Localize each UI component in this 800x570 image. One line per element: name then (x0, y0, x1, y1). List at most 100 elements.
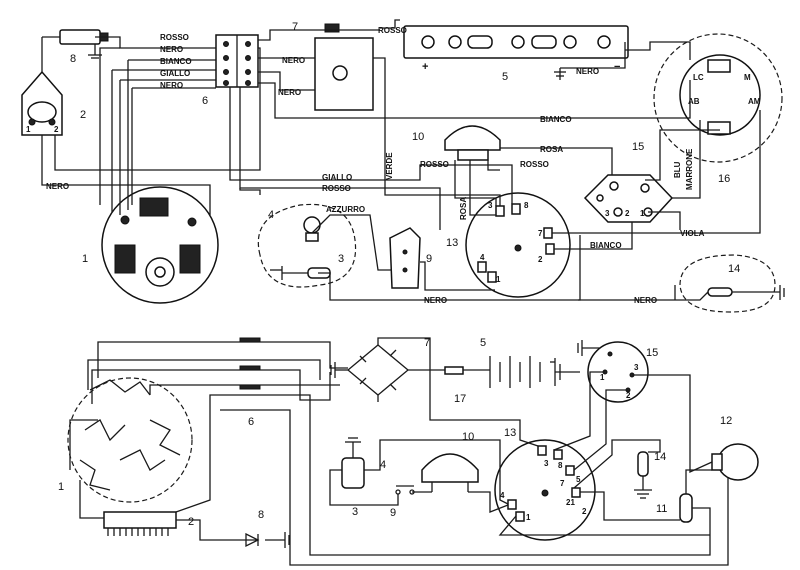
wire-label-nero-c: NERO (282, 56, 305, 65)
wire-label-viola: VIOLA (680, 229, 705, 238)
terminal-am-label: AM (748, 97, 761, 106)
wire-label-verde: VERDE (385, 152, 394, 180)
part-number-13-bottom: 13 (504, 427, 516, 439)
sw-b-3-label: 3 (544, 459, 549, 468)
part-number-3-bottom: 3 (352, 506, 358, 518)
wire-label-giallo-b: GIALLO (322, 173, 352, 182)
wire-label-rosso-a: ROSSO (160, 33, 189, 42)
rect-2-label: 2 (625, 209, 630, 218)
battery-minus-label: − (614, 61, 620, 73)
wire-label-nero-b: NERO (160, 81, 183, 90)
part-number-4-bottom: 4 (380, 459, 386, 471)
bulb-4-bottom (341, 437, 365, 489)
part-number-11-bottom: 11 (656, 503, 667, 515)
part-number-5-bottom: 5 (480, 337, 486, 349)
coil-2-bottom (103, 511, 177, 536)
sw-3-label: 3 (488, 201, 493, 210)
battery-5: + − (403, 25, 629, 73)
fuse-14-bottom (634, 451, 652, 499)
sw-b-5-label: 5 (576, 475, 581, 484)
bottom-wires (69, 337, 729, 566)
part-number-7-top: 7 (292, 21, 298, 33)
part-number-10-top: 10 (412, 131, 424, 143)
sw-b-4-label: 4 (500, 491, 505, 500)
part-number-1-top: 1 (82, 253, 88, 265)
part-number-14-bottom: 14 (654, 451, 666, 463)
part-number-9-top: 9 (426, 253, 432, 265)
sw-2-label: 2 (538, 255, 543, 264)
part-number-7-bottom: 7 (424, 337, 430, 349)
part-number-13-top: 13 (446, 237, 458, 249)
terminal-lc-label: LC (693, 73, 704, 82)
rectifier-15: 3 2 1 (583, 174, 674, 223)
push-button-9 (389, 227, 421, 289)
sw-8-label: 8 (524, 201, 529, 210)
part-number-16-top: 16 (718, 173, 730, 185)
sw-4-label: 4 (480, 253, 485, 262)
headlamp-12 (711, 443, 759, 481)
light-switch-16: LC M AB AM (653, 33, 783, 163)
part-number-15-bottom: 15 (646, 347, 658, 359)
part-number-3-top: 3 (338, 253, 344, 265)
regulator-7 (314, 23, 374, 111)
wire-label-nero-e: NERO (576, 67, 599, 76)
sw-b-21-label: 21 (566, 498, 575, 507)
magneto-flywheel-1 (101, 186, 219, 304)
wire-label-rosso-b: ROSSO (378, 26, 407, 35)
fuse-14 (679, 254, 785, 313)
rect-b-3-label: 3 (634, 363, 639, 372)
wire-label-rosa-a: ROSA (540, 145, 563, 154)
wire-label-nero-g: NERO (424, 296, 447, 305)
coil-pin-2-label: 2 (54, 125, 59, 134)
horn-10-bottom (421, 453, 479, 492)
battery-5-bottom (489, 356, 561, 388)
part-number-10-bottom: 10 (462, 431, 474, 443)
part-number-2-bottom: 2 (188, 516, 194, 528)
rect-b-2-label: 2 (626, 391, 631, 400)
sw-b-7-label: 7 (560, 479, 565, 488)
part-number-4-top: 4 (268, 209, 274, 221)
wire-label-nero-a: NERO (160, 45, 183, 54)
part-number-14-top: 14 (728, 263, 740, 275)
rect-3-label: 3 (605, 209, 610, 218)
sw-b-2-label: 2 (582, 507, 587, 516)
sw-1-label: 1 (496, 275, 501, 284)
ignition-coil-2 (21, 37, 63, 136)
part-number-15-top: 15 (632, 141, 644, 153)
bulb-4 (257, 203, 357, 288)
fuse-11 (679, 493, 693, 523)
part-number-6-bottom: 6 (248, 416, 254, 428)
part-number-9-bottom: 9 (390, 507, 396, 519)
part-number-5-top: 5 (502, 71, 508, 83)
part-number-2-top: 2 (80, 109, 86, 121)
rect-1-label: 1 (640, 209, 645, 218)
wire-label-nero-f: NERO (46, 182, 69, 191)
rectifier-15-bottom: 1 3 2 (577, 340, 649, 403)
part-number-8-top: 8 (70, 53, 76, 65)
sw-b-8-label: 8 (558, 461, 563, 470)
terminal-m-label: M (744, 73, 751, 82)
part-number-17-bottom: 17 (454, 393, 466, 405)
stator-1-bottom (67, 377, 193, 503)
connector-6-bottom (239, 337, 261, 390)
rect-b-1-label: 1 (600, 373, 605, 382)
wire-label-bianco-c: BIANCO (590, 241, 622, 250)
horn-10 (444, 125, 501, 161)
bridge-rectifier-7 (330, 344, 410, 396)
wire-label-rosso-d: ROSSO (520, 160, 549, 169)
coil-pin-1-label: 1 (26, 125, 31, 134)
wire-label-rosso-e: ROSSO (322, 184, 351, 193)
junction-block-6 (215, 34, 259, 88)
wire-label-giallo-a: GIALLO (160, 69, 190, 78)
wire-label-rosa-b: ROSA (459, 197, 468, 220)
part-number-6-top: 6 (202, 95, 208, 107)
wire-label-blu: BLU (673, 161, 682, 178)
wire-label-azzurro: AZZURRO (326, 205, 365, 214)
part-number-1-bottom: 1 (58, 481, 64, 493)
wire-label-marrone: MARRONE (685, 148, 694, 190)
resistor-17 (444, 366, 464, 375)
sw-b-1-label: 1 (526, 513, 531, 522)
main-switch-13: 3 8 7 2 4 1 (465, 192, 571, 298)
terminal-ab-label: AB (688, 97, 700, 106)
